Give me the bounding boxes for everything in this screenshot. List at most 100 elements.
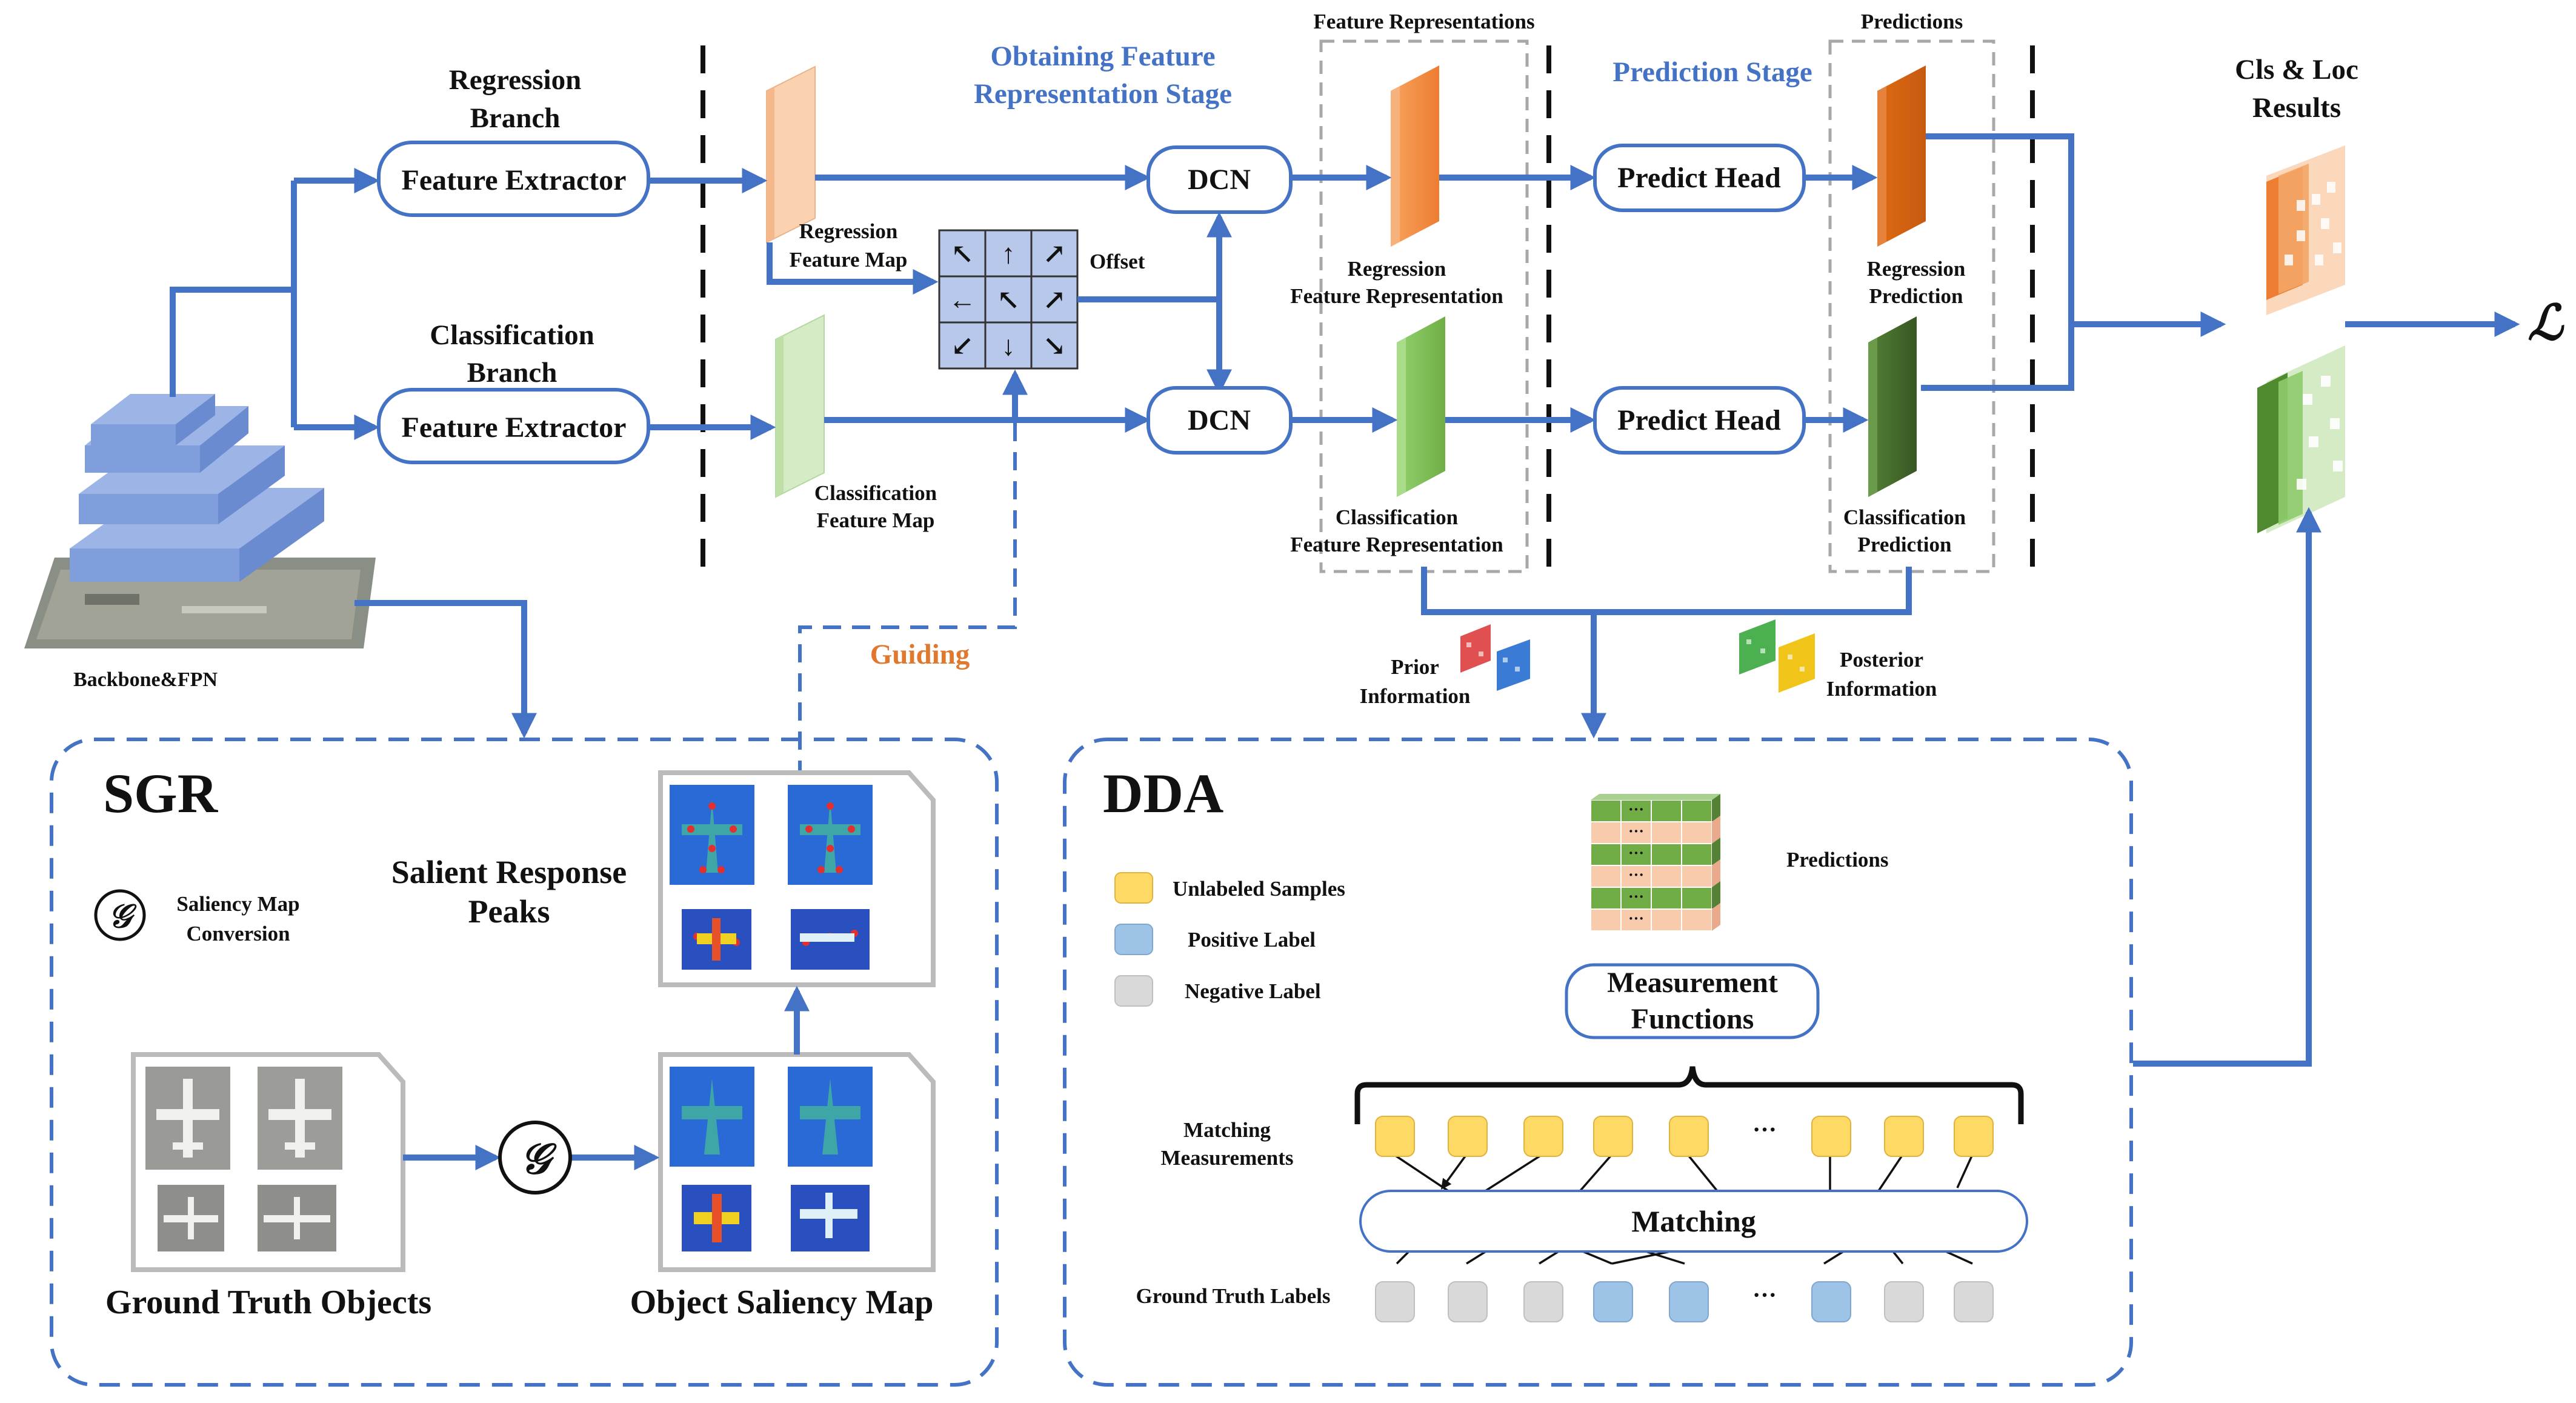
classification-feature-extractor: Feature Extractor xyxy=(377,388,650,464)
matching-bar: Matching xyxy=(1359,1190,2028,1253)
prediction-ellipsis: ··· xyxy=(1628,888,1644,905)
positive-sample xyxy=(1669,1281,1709,1322)
regression-prediction-label-2: Prediction xyxy=(1869,284,1963,308)
offset-grid: ↖↑↗←↖↗↙↓↘ xyxy=(938,229,1079,370)
posterior-information-icon xyxy=(1739,619,1815,693)
prediction-cell xyxy=(1651,843,1682,866)
prediction-stage-arrows xyxy=(1291,165,1878,433)
classification-prediction-label-2: Prediction xyxy=(1858,533,1952,556)
regression-feature-representation-label-2: Feature Representation xyxy=(1290,284,1503,308)
object-saliency-map-label: Object Saliency Map xyxy=(630,1284,934,1321)
loss-symbol: ℒ xyxy=(2528,297,2564,350)
backbone-label: Backbone&FPN xyxy=(73,668,218,691)
prediction-cell xyxy=(1590,843,1622,866)
prediction-ellipsis: ··· xyxy=(1628,844,1644,862)
matching-measurement-samples: ··· xyxy=(1375,1116,1994,1157)
prediction-cell xyxy=(1681,799,1712,822)
regression-feature-map-label: Regression xyxy=(799,219,898,243)
legend-negative-label: Negative Label xyxy=(1185,979,1321,1003)
negative-sample xyxy=(1375,1281,1415,1322)
dcn-bottom: DCN xyxy=(1147,386,1293,455)
merge-arrows xyxy=(1921,133,2520,391)
ground-truth-label-samples: ··· xyxy=(1375,1281,1994,1322)
saliency-conversion-label-2: Conversion xyxy=(186,922,290,945)
dcn-top: DCN xyxy=(1147,145,1293,214)
negative-sample xyxy=(1954,1281,1994,1322)
results-classification-maps xyxy=(2257,345,2345,533)
offset-arrow-glyph: ↗ xyxy=(1043,284,1067,315)
offset-arrows: ↖↑↗←↖↗↙↓↘ xyxy=(948,238,1066,361)
posterior-information-label: Posterior xyxy=(1840,648,1923,672)
svg-text:Feature Extractor: Feature Extractor xyxy=(402,164,627,196)
legend-positive-swatch xyxy=(1114,924,1153,955)
prediction-cell-side xyxy=(1712,816,1720,844)
measurement-functions-box: Measurement Functions xyxy=(1565,963,1820,1039)
prediction-cell-top xyxy=(1591,794,1720,800)
g-legend-icon: 𝒢 xyxy=(94,889,146,941)
prediction-cell xyxy=(1590,887,1622,910)
obtaining-stage-title-2: Representation Stage xyxy=(974,78,1232,110)
classification-feature-map xyxy=(775,314,825,498)
sample-ellipsis: ··· xyxy=(1752,1281,1777,1308)
prior-information-label-2: Information xyxy=(1360,684,1471,708)
negative-sample xyxy=(1448,1281,1488,1322)
svg-text:DCN: DCN xyxy=(1188,164,1251,196)
prediction-cell xyxy=(1590,821,1622,844)
dda-title: DDA xyxy=(1103,762,1223,824)
predictions-stack: ·················· xyxy=(1590,794,1720,931)
regression-prediction-label: Regression xyxy=(1867,257,1966,281)
offset-arrow-glyph: ↘ xyxy=(1043,330,1067,361)
salient-peaks-card xyxy=(658,770,936,987)
prediction-ellipsis: ··· xyxy=(1628,801,1644,818)
predictions-header: Predictions xyxy=(1861,10,1963,33)
prediction-ellipsis: ··· xyxy=(1628,822,1644,840)
legend-unlabeled-label: Unlabeled Samples xyxy=(1173,877,1345,901)
unlabeled-sample xyxy=(1375,1116,1415,1157)
regression-feature-extractor: Feature Extractor xyxy=(377,141,650,217)
regression-feature-map-label-2: Feature Map xyxy=(790,248,908,272)
regression-feature-representation-label: Regression xyxy=(1348,257,1446,281)
predict-head-bottom: Predict Head xyxy=(1593,386,1806,455)
offset-arrow-glyph: ↖ xyxy=(997,284,1020,315)
classification-feature-representation-label-2: Feature Representation xyxy=(1290,533,1503,556)
ground-truth-labels-caption: Ground Truth Labels xyxy=(1136,1284,1331,1308)
dda-to-results-arrow xyxy=(2133,507,2321,1067)
salient-peaks-label: Salient Response xyxy=(391,854,627,890)
predict-head-top: Predict Head xyxy=(1593,144,1806,212)
positive-sample xyxy=(1593,1281,1633,1322)
prediction-cell-side xyxy=(1712,838,1720,865)
unlabeled-sample xyxy=(1954,1116,1994,1157)
prediction-cell xyxy=(1651,799,1682,822)
regression-feature-map xyxy=(766,65,816,244)
prediction-cell xyxy=(1681,908,1712,931)
prediction-cell-side xyxy=(1712,903,1720,931)
unlabeled-sample xyxy=(1448,1116,1488,1157)
posterior-information-label-2: Information xyxy=(1826,677,1937,701)
svg-text:Measurement: Measurement xyxy=(1607,967,1778,999)
matching-measurements-label: Matching xyxy=(1183,1118,1271,1142)
negative-sample xyxy=(1884,1281,1924,1322)
prediction-ellipsis: ··· xyxy=(1628,910,1644,927)
obtaining-stage-title: Obtaining Feature xyxy=(990,41,1215,72)
prior-information-icon xyxy=(1460,624,1530,691)
prediction-cell xyxy=(1590,908,1622,931)
unlabeled-sample xyxy=(1884,1116,1924,1157)
svg-text:Predict Head: Predict Head xyxy=(1617,404,1781,436)
legend-unlabeled-swatch xyxy=(1114,872,1153,904)
regression-branch-title: Regression xyxy=(449,64,581,96)
regression-prediction-map xyxy=(1877,65,1926,247)
fpn-layer xyxy=(91,394,215,445)
unlabeled-sample xyxy=(1523,1116,1563,1157)
offset-arrow-glyph: ↗ xyxy=(1043,238,1067,269)
svg-text:DCN: DCN xyxy=(1188,404,1251,436)
svg-text:Feature Extractor: Feature Extractor xyxy=(402,412,627,444)
svg-text:Functions: Functions xyxy=(1631,1003,1754,1035)
predictions-label: Predictions xyxy=(1786,848,1889,871)
legend-positive-label: Positive Label xyxy=(1188,928,1316,951)
prediction-stage-title: Prediction Stage xyxy=(1612,56,1812,88)
classification-prediction-map xyxy=(1868,316,1917,497)
sgr-panel: SGR 𝒢 Saliency Map Conversion Salient Re… xyxy=(50,738,999,1387)
obtaining-stage-arrows xyxy=(648,165,1232,440)
